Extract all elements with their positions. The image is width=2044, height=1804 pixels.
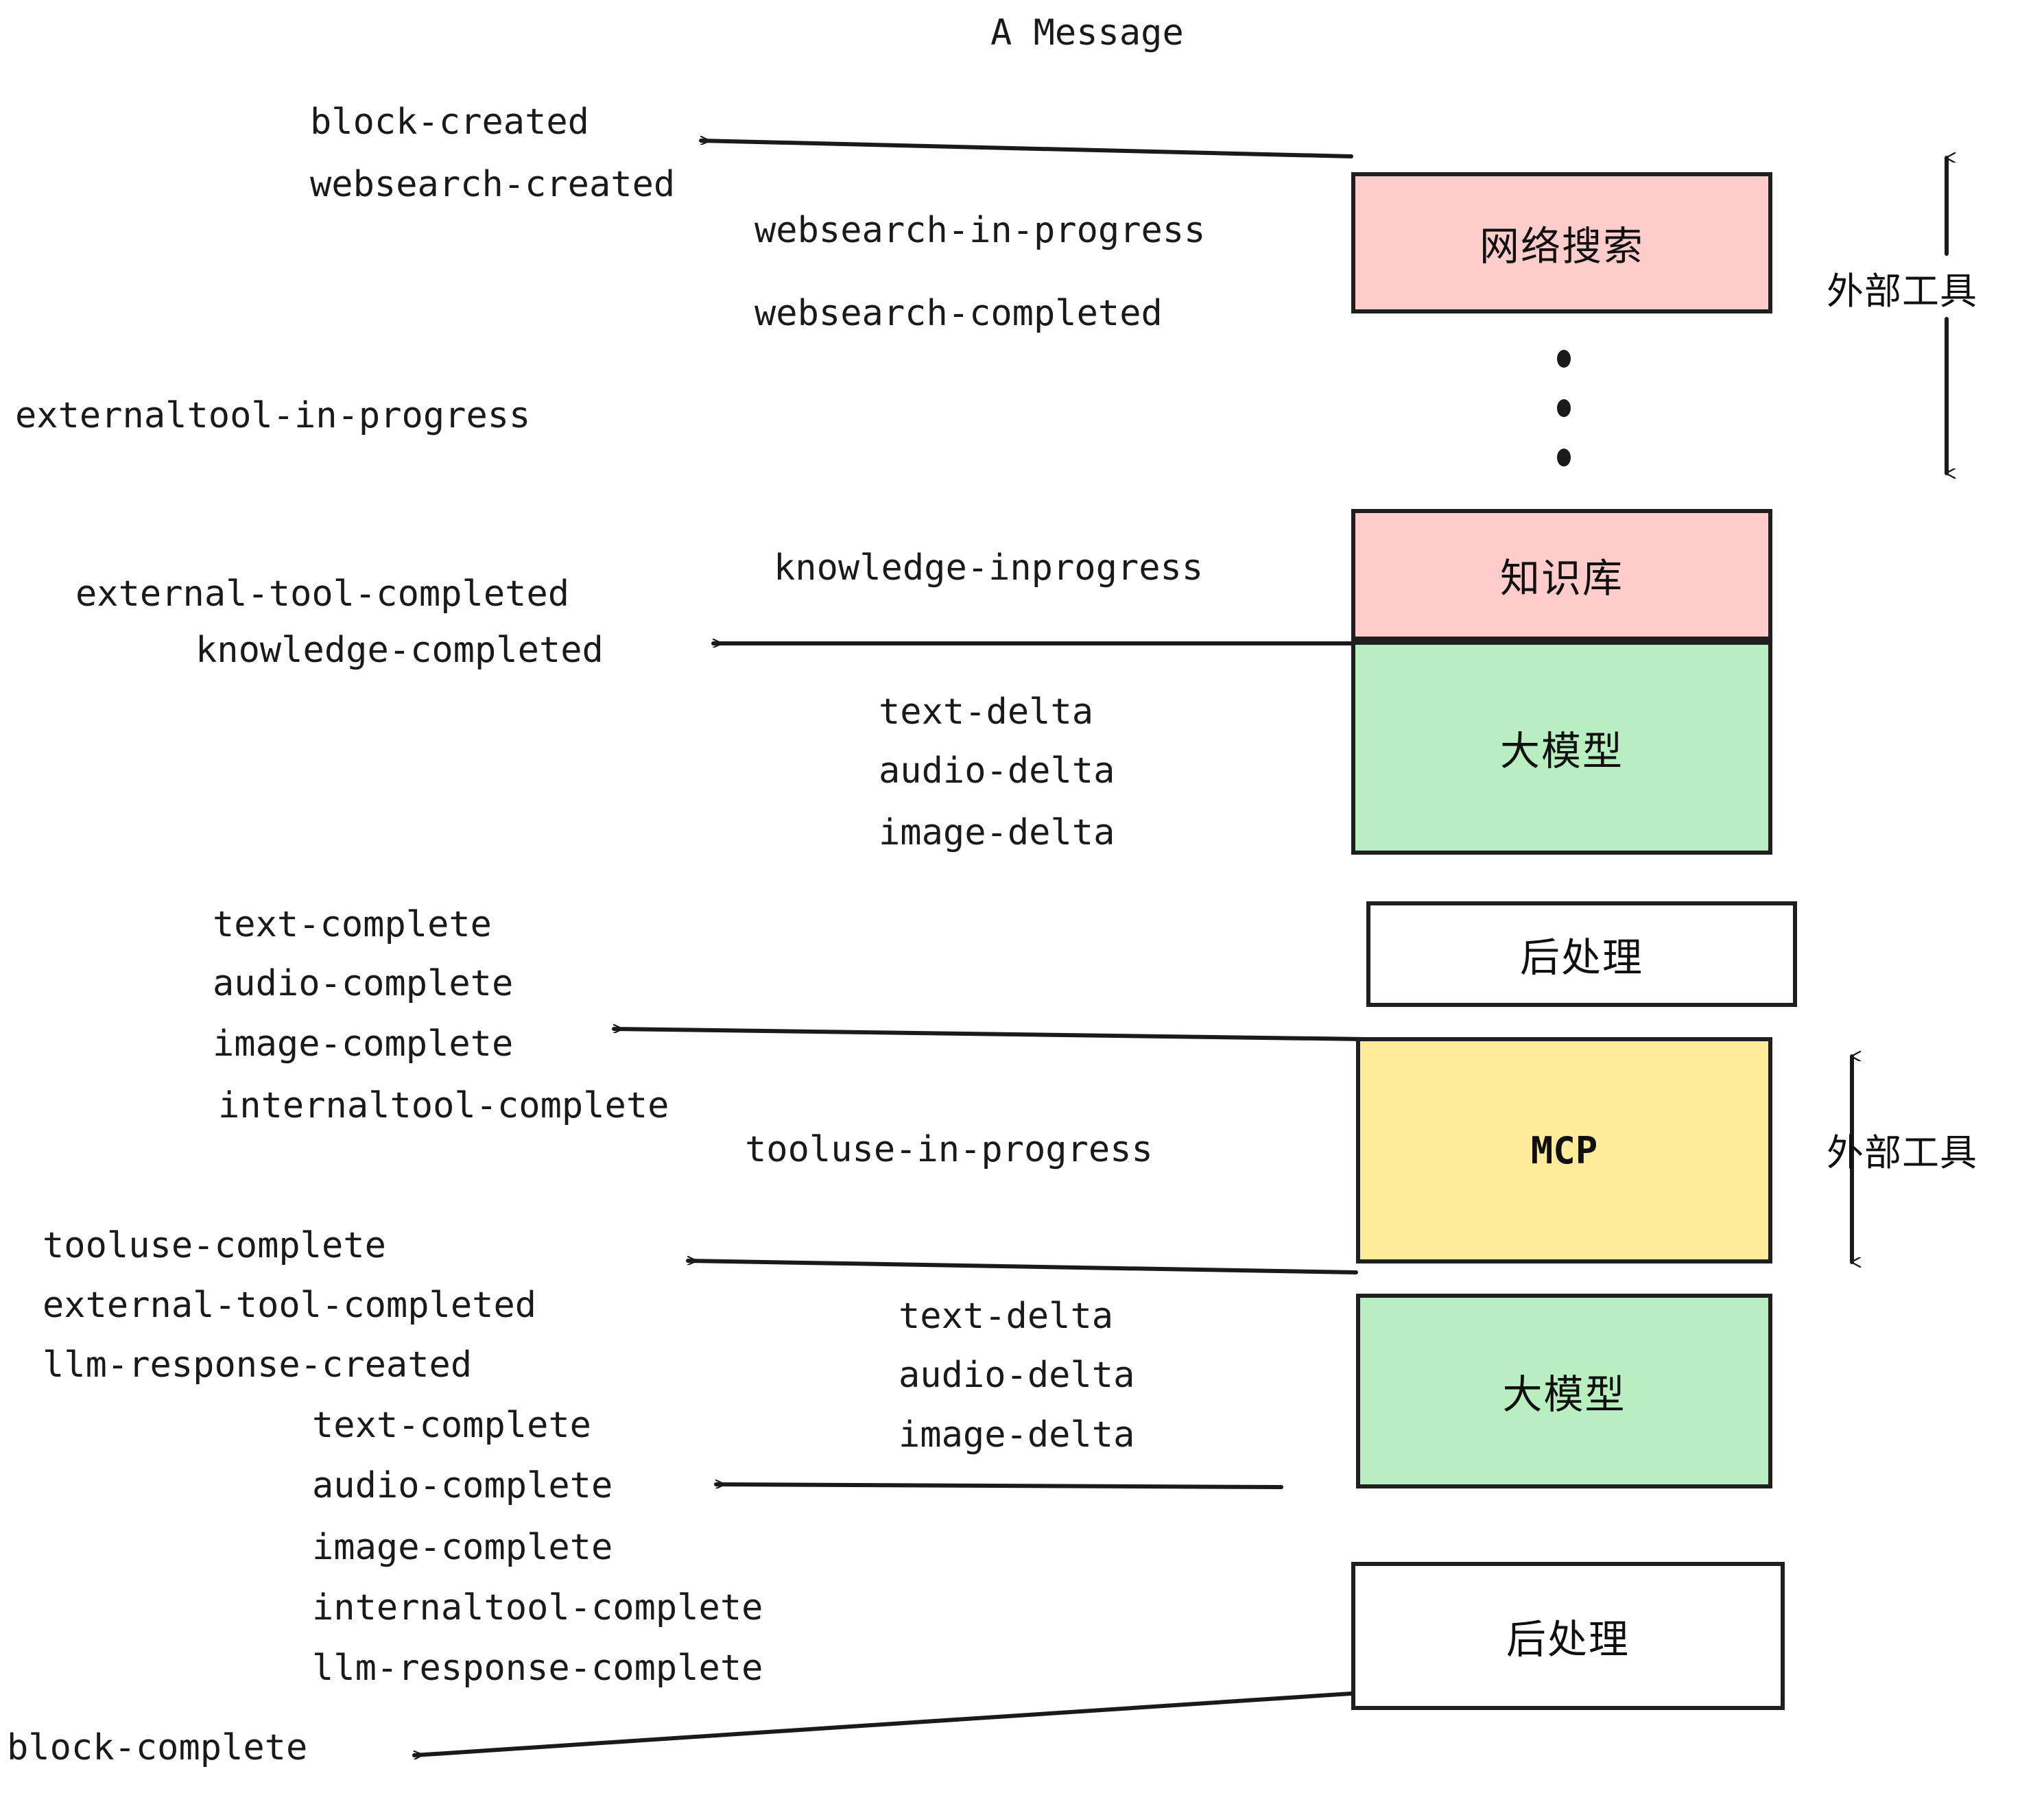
node-box-llm-1: 大模型: [1351, 641, 1772, 855]
node-box-postprocess-1: 后处理: [1366, 901, 1797, 1007]
node-label: 后处理: [1506, 1616, 1630, 1663]
event-label-websearch-completed: websearch-completed: [754, 293, 1163, 334]
node-label: 知识库: [1499, 555, 1624, 602]
ellipsis-dot-3: [1557, 449, 1571, 466]
event-label-external-tool-completed-1: external-tool-completed: [75, 573, 570, 615]
event-label-text-delta-2: text-delta: [899, 1296, 1114, 1337]
arrow-llm2-to-audio-complete: [714, 1484, 1283, 1489]
node-box-websearch: 网络搜索: [1351, 172, 1772, 313]
node-label: MCP: [1530, 1128, 1598, 1172]
event-label-internaltool-complete-1: internaltool-complete: [218, 1085, 669, 1126]
event-label-external-tool-completed-2: external-tool-completed: [43, 1285, 537, 1326]
ellipsis-dot-2: [1557, 399, 1571, 417]
event-label-websearch-in-progress: websearch-in-progress: [754, 210, 1206, 251]
node-label: 后处理: [1519, 934, 1643, 981]
event-label-text-delta-1: text-delta: [879, 691, 1094, 733]
event-label-audio-delta-1: audio-delta: [879, 750, 1115, 792]
arrow-mcp-to-tooluse-complete: [686, 1261, 1358, 1274]
event-label-image-delta-1: image-delta: [879, 812, 1115, 853]
node-box-knowledge: 知识库: [1351, 509, 1772, 641]
event-label-knowledge-inprogress: knowledge-inprogress: [774, 547, 1204, 589]
event-label-llm-response-complete: llm-response-complete: [312, 1648, 763, 1689]
group-label-external-tools-bottom: 外部工具: [1827, 1131, 1977, 1174]
diagram-title: A Message: [990, 12, 1184, 54]
event-label-externaltool-in-progress: externaltool-in-progress: [15, 395, 531, 436]
event-label-image-complete-1: image-complete: [213, 1023, 514, 1065]
event-label-audio-delta-2: audio-delta: [899, 1355, 1135, 1396]
event-label-internaltool-complete-2: internaltool-complete: [312, 1587, 763, 1628]
node-box-postprocess-2: 后处理: [1351, 1562, 1785, 1710]
arrow-postprocess2-to-block-complete: [412, 1692, 1353, 1755]
event-label-block-complete: block-complete: [7, 1727, 308, 1768]
node-label: 网络搜索: [1479, 223, 1644, 270]
event-label-text-complete-1: text-complete: [213, 904, 492, 945]
node-box-mcp: MCP: [1356, 1037, 1772, 1263]
event-label-text-complete-2: text-complete: [312, 1405, 591, 1446]
event-label-image-complete-2: image-complete: [312, 1527, 613, 1568]
event-label-tooluse-in-progress: tooluse-in-progress: [745, 1129, 1153, 1170]
event-label-audio-complete-1: audio-complete: [213, 963, 514, 1004]
arrow-websearch-to-block-created: [699, 141, 1353, 158]
event-label-knowledge-completed: knowledge-completed: [195, 630, 604, 671]
event-label-websearch-created: websearch-created: [310, 164, 676, 205]
node-box-llm-2: 大模型: [1356, 1294, 1772, 1488]
node-label: 大模型: [1502, 1371, 1626, 1418]
node-label: 大模型: [1499, 728, 1624, 774]
event-label-audio-complete-2: audio-complete: [312, 1465, 613, 1506]
event-label-llm-response-created: llm-response-created: [43, 1344, 473, 1386]
arrow-postprocess1-to-image-complete: [612, 1029, 1368, 1041]
event-label-block-created: block-created: [310, 102, 589, 143]
ellipsis-dot-1: [1557, 350, 1571, 368]
event-label-image-delta-2: image-delta: [899, 1414, 1135, 1456]
event-label-tooluse-complete: tooluse-complete: [43, 1225, 386, 1266]
group-label-external-tools-top: 外部工具: [1827, 270, 1977, 313]
